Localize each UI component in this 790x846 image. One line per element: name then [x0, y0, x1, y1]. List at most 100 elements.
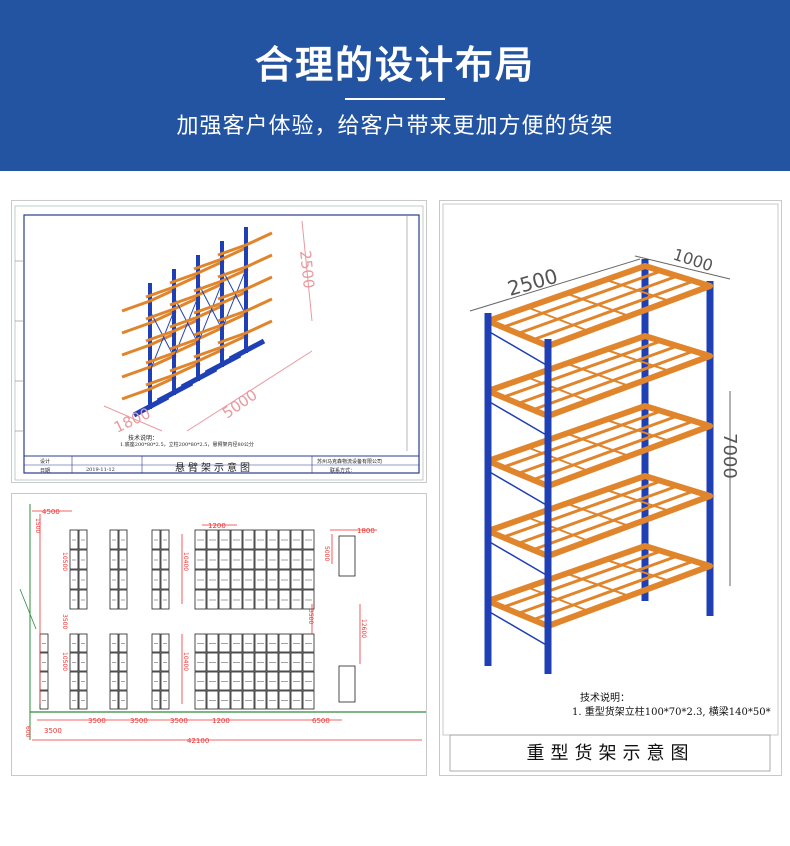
rack-cross-bar [566, 572, 630, 597]
cantilever-arm [145, 329, 175, 343]
rack-cell [39, 690, 49, 710]
rack-cell [160, 690, 170, 710]
rack-cell [254, 569, 267, 590]
rack-cell [230, 671, 243, 691]
rack-cross-bar [566, 292, 630, 317]
rack-cell [302, 671, 315, 691]
rack-cell [206, 652, 219, 672]
rack-cell [242, 569, 255, 590]
rack-cell [242, 671, 255, 691]
rack-cell [230, 589, 243, 610]
rack-cell [242, 529, 255, 550]
rack-cell [242, 690, 255, 710]
rack-cell [151, 652, 161, 672]
rack-cell [118, 529, 128, 550]
rack-cell [278, 529, 291, 550]
heavy-caption: 重型货架示意图 [526, 743, 695, 764]
cantilever-arm [217, 309, 247, 323]
rack-cell [290, 671, 303, 691]
rack-cell [302, 633, 315, 653]
rack-cell [78, 652, 88, 672]
rack-cross-bar [605, 278, 670, 302]
cantilever-arm [121, 365, 151, 379]
cant-tb-date: 2019-11-12 [86, 467, 115, 473]
cantilever-arm [217, 265, 247, 279]
rack-brace [487, 610, 549, 647]
rack-cell [230, 633, 243, 653]
rack-cell [206, 671, 219, 691]
cantilever-arm [197, 325, 225, 341]
rack-cell [254, 549, 267, 570]
rack-cell [218, 589, 231, 610]
rack-cell [278, 652, 291, 672]
rack-cell [78, 549, 88, 570]
cantilever-arm [121, 299, 151, 313]
rack-cell [206, 549, 219, 570]
rack-cell [109, 671, 119, 691]
rack-cell [206, 690, 219, 710]
cantilever-arm [145, 373, 175, 387]
plan-dim-left-0: 1500 [34, 518, 41, 533]
cantilever-arm [245, 275, 273, 291]
rack-cell [242, 589, 255, 610]
cantilever-arm [193, 301, 223, 315]
rack-cell [278, 690, 291, 710]
rack-cell [254, 652, 267, 672]
rack-cell [78, 589, 88, 610]
rack-cell [302, 569, 315, 590]
rack-cell [230, 652, 243, 672]
layout-plan-drawing: 4500 1200 1800 1500 10500 3500 10500 104… [11, 493, 427, 776]
plan-dim-mid-1: 10400 [182, 652, 189, 671]
cantilever-arm [173, 339, 201, 355]
cantilever-arm [221, 267, 249, 283]
cantilever-arm [145, 307, 175, 321]
rack-cell [151, 671, 161, 691]
rack-cell [254, 671, 267, 691]
rack-cross-bar [605, 488, 670, 512]
cantilever-arm [217, 331, 247, 345]
rack-cell [290, 589, 303, 610]
plan-dim-foot-0: 600 [24, 726, 31, 738]
rack-cell [39, 633, 49, 653]
cantilever-rack-svg: 1800 5000 2500 [14, 205, 424, 481]
rack-cell [338, 665, 356, 703]
rack-brace [487, 540, 549, 577]
cantilever-arm [173, 273, 201, 289]
cantilever-arm [149, 309, 177, 325]
rack-cell [78, 569, 88, 590]
plan-dim-foot-2: 42100 [187, 737, 209, 745]
rack-cell [194, 690, 207, 710]
cantilever-arm [145, 351, 175, 365]
rack-cell [109, 652, 119, 672]
rack-cell [69, 633, 79, 653]
rack-cell [242, 652, 255, 672]
rack-cell [302, 549, 315, 570]
heavy-rack-drawing: 2500 1000 7000 技术说明： 1. 重型货架立柱100*70*2.3… [439, 200, 782, 776]
cantilever-arm [121, 321, 151, 335]
cantilever-arm [197, 281, 225, 297]
rack-cross-bar [566, 432, 630, 457]
rack-cross-bar [605, 558, 670, 582]
rack-cell [278, 549, 291, 570]
rack-cell [302, 690, 315, 710]
rack-cell [109, 589, 119, 610]
plan-dim-bottom-2: 3500 [170, 717, 188, 725]
cantilever-arm [245, 319, 273, 335]
cant-caption: 悬臂架示意图 [175, 463, 253, 474]
plan-dim-mid-2: 5000 [323, 546, 330, 561]
rack-cell [78, 633, 88, 653]
rack-cell [109, 529, 119, 550]
rack-beam-frame [485, 473, 713, 559]
plan-dim-mid-3: 3500 [307, 609, 314, 624]
rack-cell [302, 589, 315, 610]
rack-cell [230, 690, 243, 710]
plan-dim-left-1: 10500 [61, 552, 68, 571]
plan-dim-mid-4: 12600 [360, 619, 367, 638]
rack-cell [218, 569, 231, 590]
rack-cell [254, 589, 267, 610]
cant-tech-title: 技术说明： [128, 435, 159, 442]
rack-cell [278, 671, 291, 691]
cantilever-arm [169, 271, 199, 285]
cantilever-arm [169, 359, 199, 373]
rack-cell [160, 589, 170, 610]
